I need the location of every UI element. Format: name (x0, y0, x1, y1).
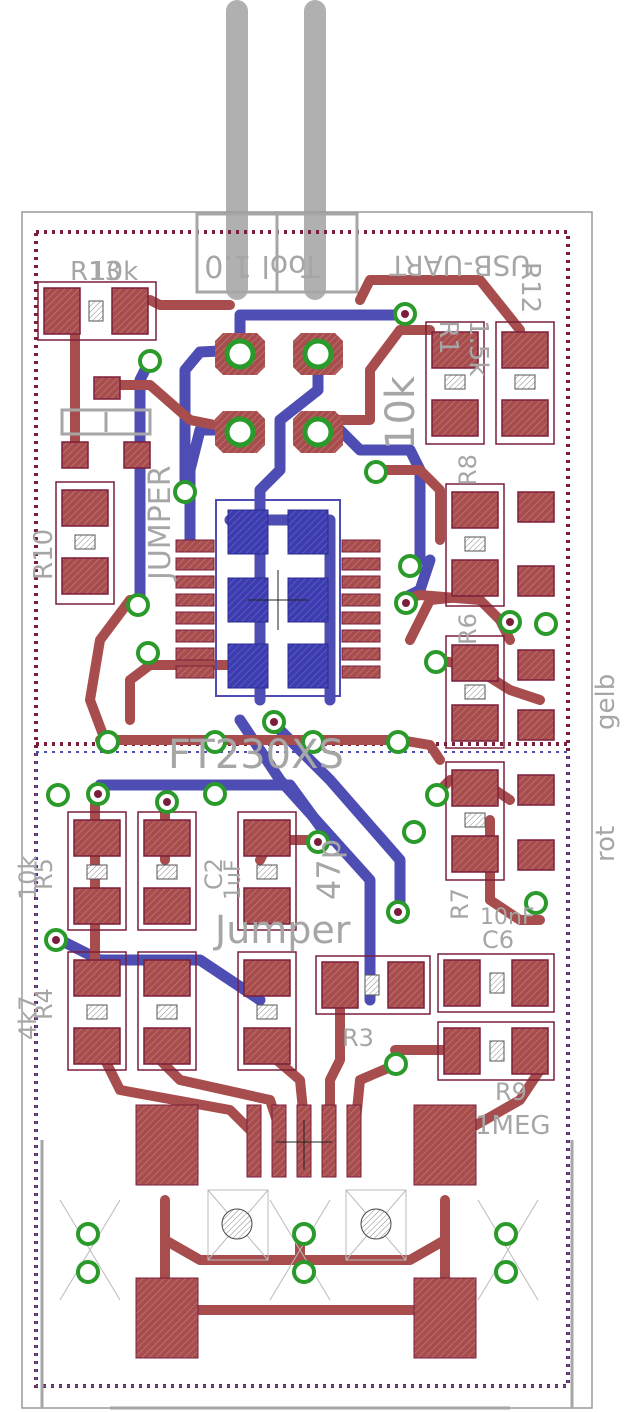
label-r5-value: 10k (14, 855, 42, 900)
label-r9: R9 (495, 1078, 527, 1106)
label-r7: R7 (446, 888, 474, 920)
smd-pads (43, 287, 555, 1075)
board-subtitle: USB-UART (388, 249, 531, 282)
vias (44, 302, 558, 1284)
label-jumper-vertical: JUMPER (143, 465, 178, 582)
label-c-47p: 47p (310, 839, 348, 900)
label-r13: R13 (70, 257, 121, 287)
label-r10: R10 (29, 529, 59, 580)
label-r6: R6 (454, 613, 482, 645)
via-cores (52, 310, 514, 944)
component-markers (74, 300, 536, 1062)
label-r5: R5 (30, 858, 58, 890)
label-r4-value: 4k7 (14, 996, 42, 1040)
component-outlines (37, 281, 555, 1081)
ic-ft230xs (175, 499, 381, 697)
label-jumper: Jumper (213, 908, 351, 952)
silkscreen-text: Tool 1.0 USB-UART R13 10k R1 1.5k R12 10… (14, 248, 621, 1141)
board-title: Tool 1.0 (204, 248, 321, 283)
side-label-yellow: gelb (591, 674, 621, 730)
label-r12: R12 (515, 262, 545, 313)
side-label-red: rot (591, 826, 621, 862)
label-value-10k-big: 10k (378, 375, 424, 450)
header-outline (195, 212, 359, 294)
label-c6: C6 (482, 926, 514, 954)
label-c2-value: 1uF (221, 859, 246, 900)
label-r3: R3 (342, 1024, 374, 1052)
label-r13-value: 10k (90, 257, 138, 287)
usb-connector (40, 1104, 574, 1410)
label-ic: FT230XS (168, 732, 344, 778)
label-r1-value: 1.5k (463, 320, 493, 376)
label-r1: R1 (433, 320, 463, 355)
header-pins (226, 0, 326, 300)
jumper-box (60, 408, 152, 436)
label-r9-value: 1MEG (475, 1111, 551, 1141)
label-c2: C2 (200, 858, 228, 890)
label-r4: R4 (30, 988, 58, 1020)
label-c6-value: 10nF (480, 905, 535, 930)
label-r8: R8 (454, 454, 482, 486)
header-vias (215, 333, 343, 453)
